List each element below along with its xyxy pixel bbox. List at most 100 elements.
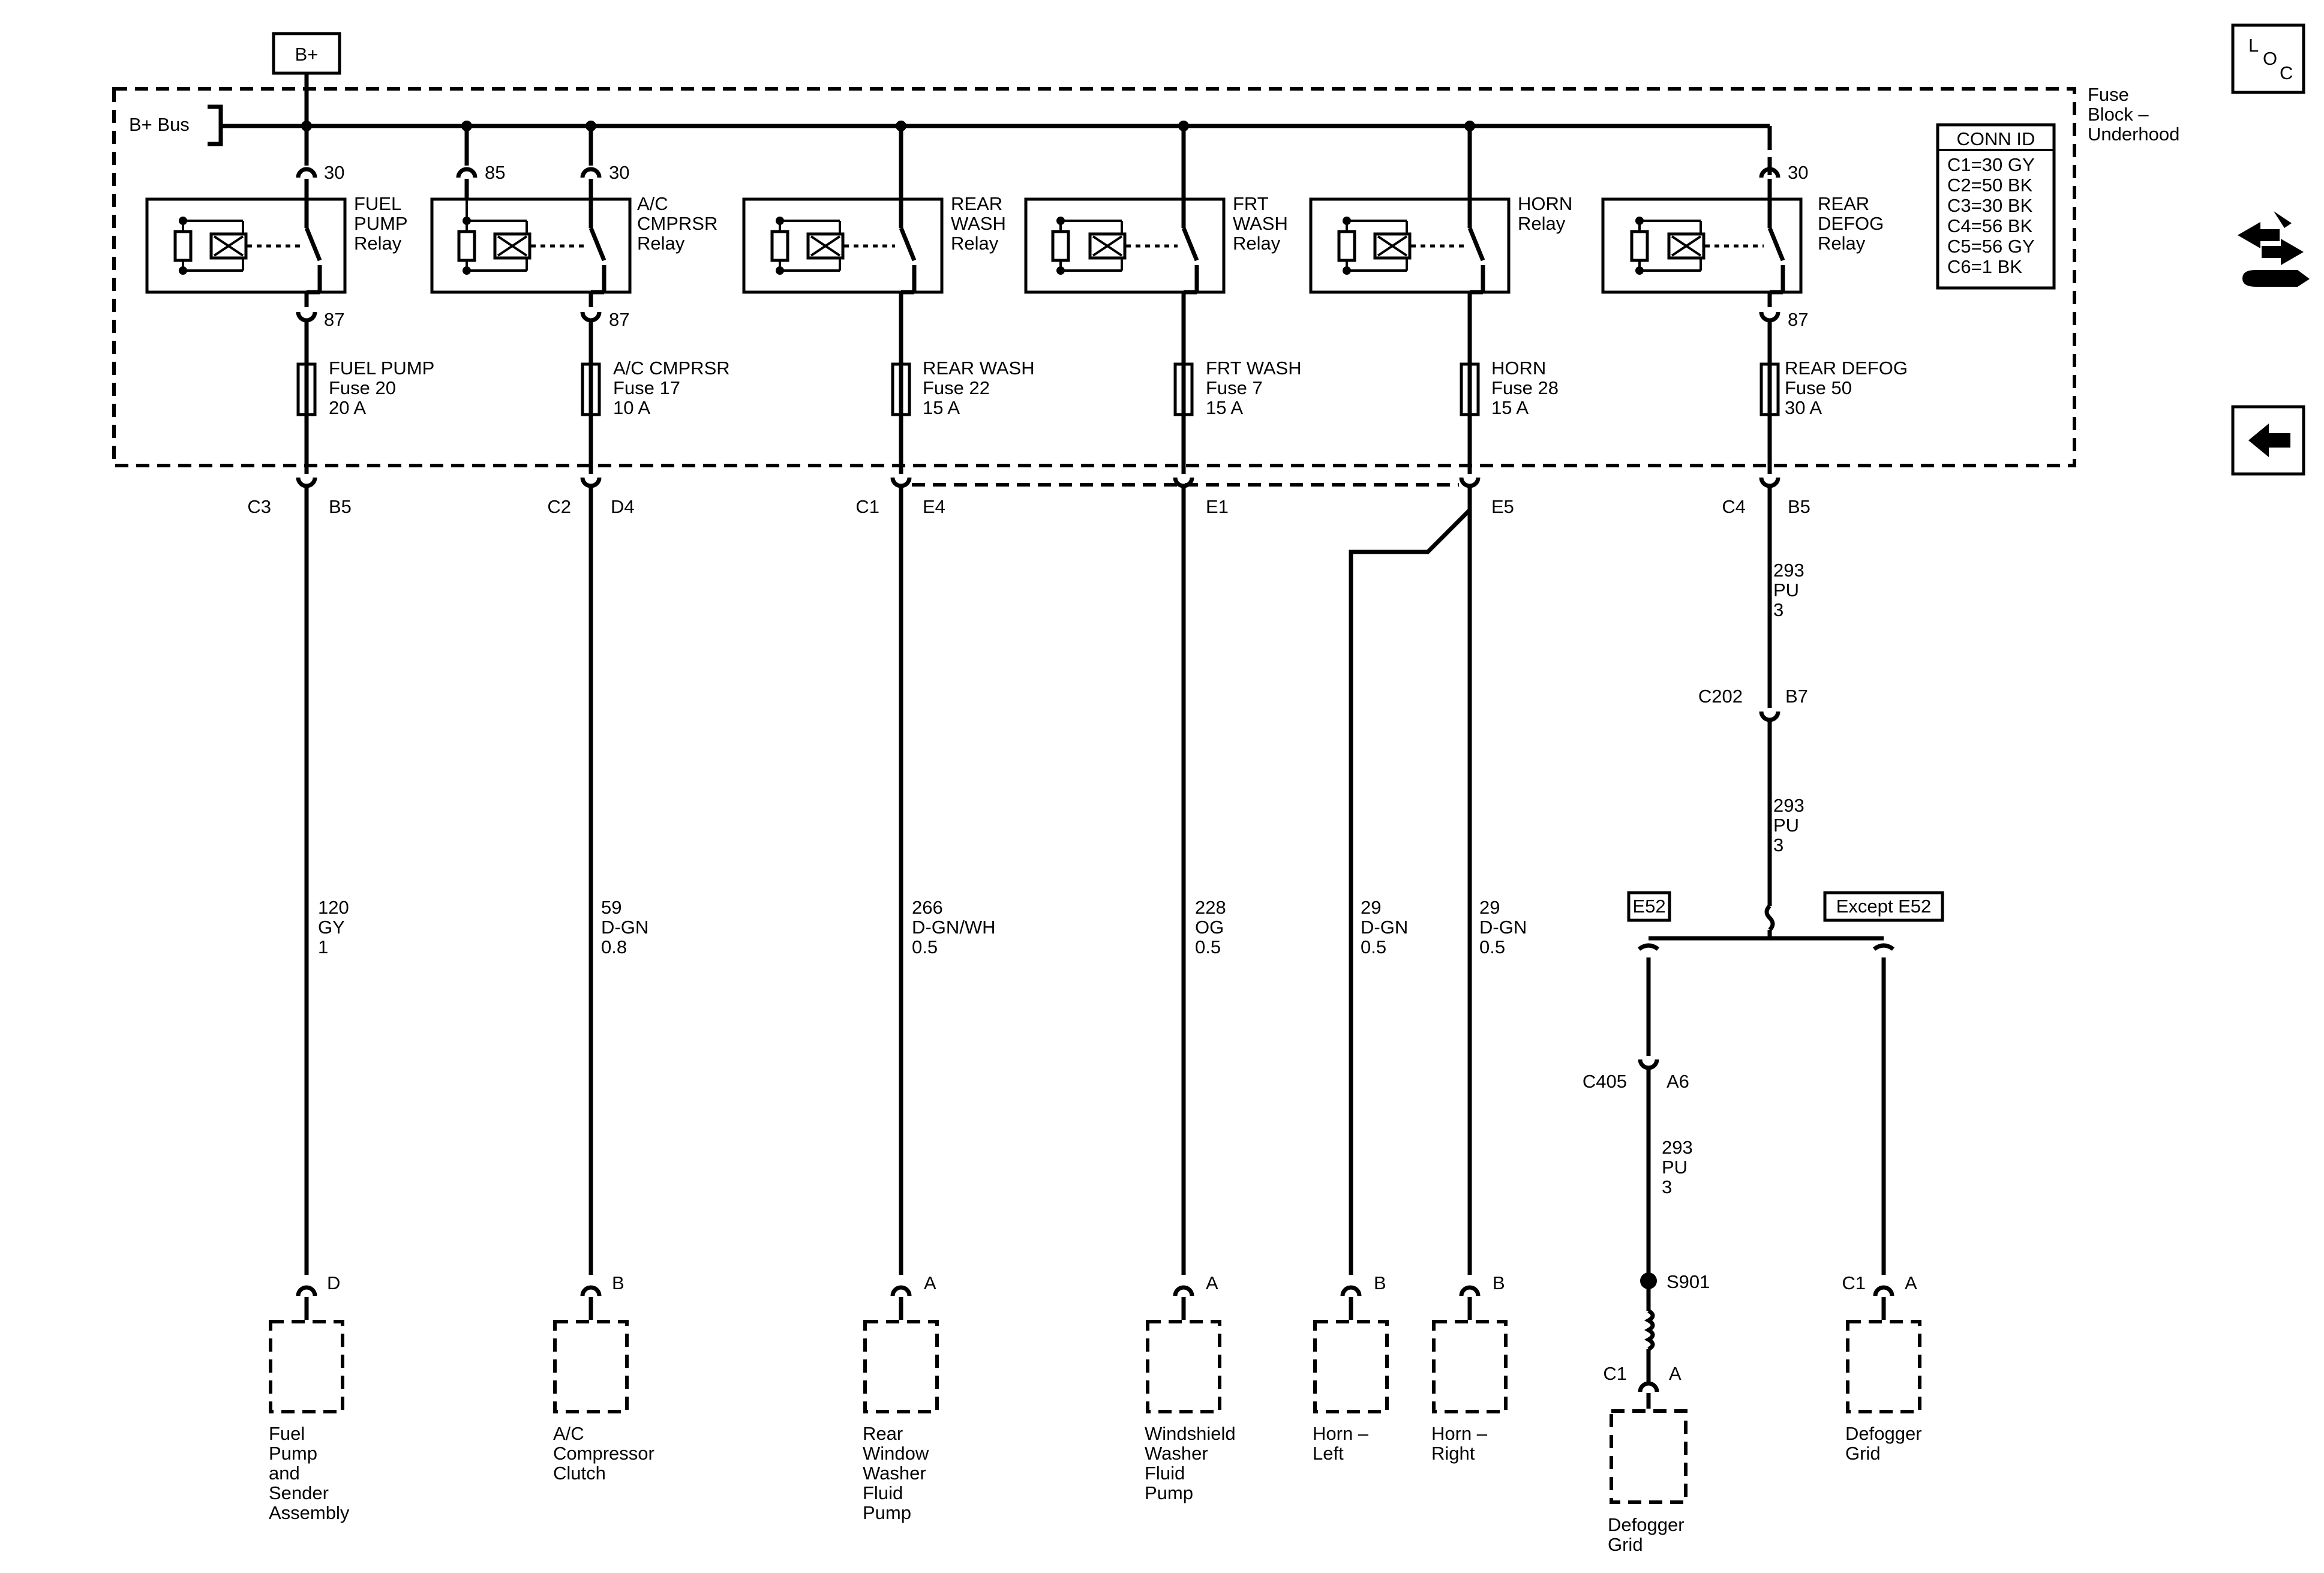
component-windshield-washer-pump: A Windshield Washer Fluid Pump	[1145, 1272, 1236, 1503]
svg-text:HORN: HORN	[1491, 358, 1546, 379]
circuit-293-pu-2: 293 PU 3	[1773, 795, 1804, 855]
svg-text:PU: PU	[1662, 1157, 1688, 1178]
svg-text:A/C CMPRSR: A/C CMPRSR	[613, 358, 730, 379]
svg-text:C3: C3	[247, 496, 271, 517]
fuse-block-label: Fuse Block – Underhood	[2088, 84, 2179, 145]
svg-text:0.5: 0.5	[1361, 936, 1386, 957]
svg-text:and: and	[269, 1463, 300, 1484]
svg-text:Fluid: Fluid	[863, 1482, 903, 1503]
block-connector-e1: E1	[1173, 477, 1229, 517]
option-e52-box	[1627, 891, 1671, 922]
svg-text:WASH: WASH	[1233, 213, 1288, 234]
svg-text:A/C: A/C	[553, 1423, 584, 1444]
svg-text:E52: E52	[1632, 896, 1665, 917]
connector-c202-b7: C202 B7	[1698, 686, 1808, 738]
svg-text:293: 293	[1773, 560, 1804, 581]
svg-text:Assembly: Assembly	[269, 1502, 350, 1523]
svg-text:E4: E4	[923, 496, 945, 517]
wrench-tools-icon	[2238, 211, 2310, 287]
option-except-break	[1872, 943, 1895, 951]
svg-text:59: 59	[601, 897, 621, 918]
svg-text:D-GN: D-GN	[601, 917, 648, 938]
svg-text:Block –: Block –	[2088, 104, 2149, 125]
svg-text:Horn –: Horn –	[1431, 1423, 1488, 1444]
fuse-rear-wash: REAR WASH Fuse 22 15 A	[891, 358, 1035, 418]
svg-text:15 A: 15 A	[923, 397, 960, 418]
svg-text:29: 29	[1479, 897, 1500, 918]
svg-text:29: 29	[1361, 897, 1381, 918]
block-connector-c2-d4: C2 D4	[547, 477, 635, 517]
fuse-horn: HORN Fuse 28 15 A	[1460, 358, 1559, 418]
svg-text:3: 3	[1773, 834, 1783, 855]
svg-text:REAR WASH: REAR WASH	[923, 358, 1035, 379]
tools-button[interactable]	[2238, 211, 2310, 287]
svg-text:Fuse 28: Fuse 28	[1491, 377, 1559, 398]
svg-text:87: 87	[609, 309, 629, 330]
svg-text:293: 293	[1662, 1137, 1693, 1158]
bus-label: B+ Bus	[129, 114, 190, 135]
circuit-293-pu-1: 293 PU 3	[1773, 560, 1804, 620]
back-arrow-icon	[2248, 424, 2290, 457]
svg-text:293: 293	[1773, 795, 1804, 816]
svg-text:Compressor: Compressor	[553, 1443, 654, 1464]
relay-rear-wash: REAR WASH Relay	[742, 126, 1006, 364]
svg-text:PUMP: PUMP	[354, 213, 408, 234]
svg-text:C1: C1	[1842, 1272, 1866, 1293]
svg-text:C: C	[2280, 62, 2293, 83]
svg-text:Defogger: Defogger	[1845, 1423, 1922, 1444]
svg-text:C202: C202	[1698, 686, 1743, 707]
svg-text:Washer: Washer	[863, 1463, 926, 1484]
option-except-e52-box	[1823, 891, 1944, 922]
svg-text:120: 120	[318, 897, 349, 918]
relay-fuel-pump: 30 87 FUEL PUMP Relay	[145, 126, 408, 364]
svg-text:Right: Right	[1431, 1443, 1475, 1464]
svg-text:OG: OG	[1195, 917, 1224, 938]
svg-text:FRT WASH: FRT WASH	[1206, 358, 1302, 379]
svg-text:Relay: Relay	[951, 233, 999, 254]
component-defogger-grid: C1 A Defogger Grid	[1842, 1272, 1921, 1464]
circuit-29-dgn-right: 29 D-GN 0.5	[1479, 897, 1527, 957]
svg-text:Window: Window	[863, 1443, 929, 1464]
svg-text:87: 87	[1788, 309, 1808, 330]
svg-text:3: 3	[1773, 599, 1783, 620]
option-break	[1764, 904, 1775, 932]
svg-text:B: B	[1374, 1272, 1386, 1293]
loc-button[interactable]: L O C	[2231, 23, 2305, 94]
svg-text:WASH: WASH	[951, 213, 1006, 234]
svg-text:B5: B5	[1788, 496, 1810, 517]
power-source-label: B+	[295, 44, 319, 65]
wire-29-dgn-left	[1349, 498, 1472, 1275]
svg-text:FRT: FRT	[1233, 193, 1269, 214]
svg-text:C6=1 BK: C6=1 BK	[1947, 256, 2022, 277]
svg-text:C405: C405	[1583, 1071, 1627, 1092]
svg-text:Defogger: Defogger	[1608, 1514, 1685, 1535]
svg-text:CMPRSR: CMPRSR	[637, 213, 717, 234]
svg-text:0.5: 0.5	[1479, 936, 1505, 957]
relay-rear-defog: 30 87 REAR DEFOG Relay	[1601, 162, 1884, 364]
svg-text:Pump: Pump	[1145, 1482, 1193, 1503]
svg-text:30 A: 30 A	[1785, 397, 1822, 418]
svg-text:GY: GY	[318, 917, 345, 938]
svg-text:Fuse 17: Fuse 17	[613, 377, 680, 398]
svg-text:PU: PU	[1773, 580, 1799, 601]
svg-text:REAR DEFOG: REAR DEFOG	[1785, 358, 1908, 379]
component-horn-right: B Horn – Right	[1431, 1272, 1508, 1464]
svg-text:Pump: Pump	[269, 1443, 317, 1464]
svg-text:20 A: 20 A	[329, 397, 366, 418]
svg-text:Horn –: Horn –	[1313, 1423, 1369, 1444]
back-button[interactable]	[2231, 405, 2305, 476]
svg-text:E5: E5	[1491, 496, 1514, 517]
svg-text:D: D	[327, 1272, 340, 1293]
svg-text:B: B	[612, 1272, 624, 1293]
circuit-293-pu-3: 293 PU 3	[1662, 1137, 1693, 1197]
fuse-block-frame	[112, 87, 2076, 467]
svg-text:Relay: Relay	[1233, 233, 1281, 254]
svg-text:E1: E1	[1206, 496, 1229, 517]
block-connector-c4-b5: C4 B5	[1722, 477, 1810, 517]
svg-text:A6: A6	[1667, 1071, 1689, 1092]
fuse-fuel-pump: FUEL PUMP Fuse 20 20 A	[296, 358, 434, 418]
circuit-120-gy: 120 GY 1	[318, 897, 349, 957]
svg-text:A: A	[1905, 1272, 1917, 1293]
svg-text:C2=50 BK: C2=50 BK	[1947, 175, 2033, 196]
